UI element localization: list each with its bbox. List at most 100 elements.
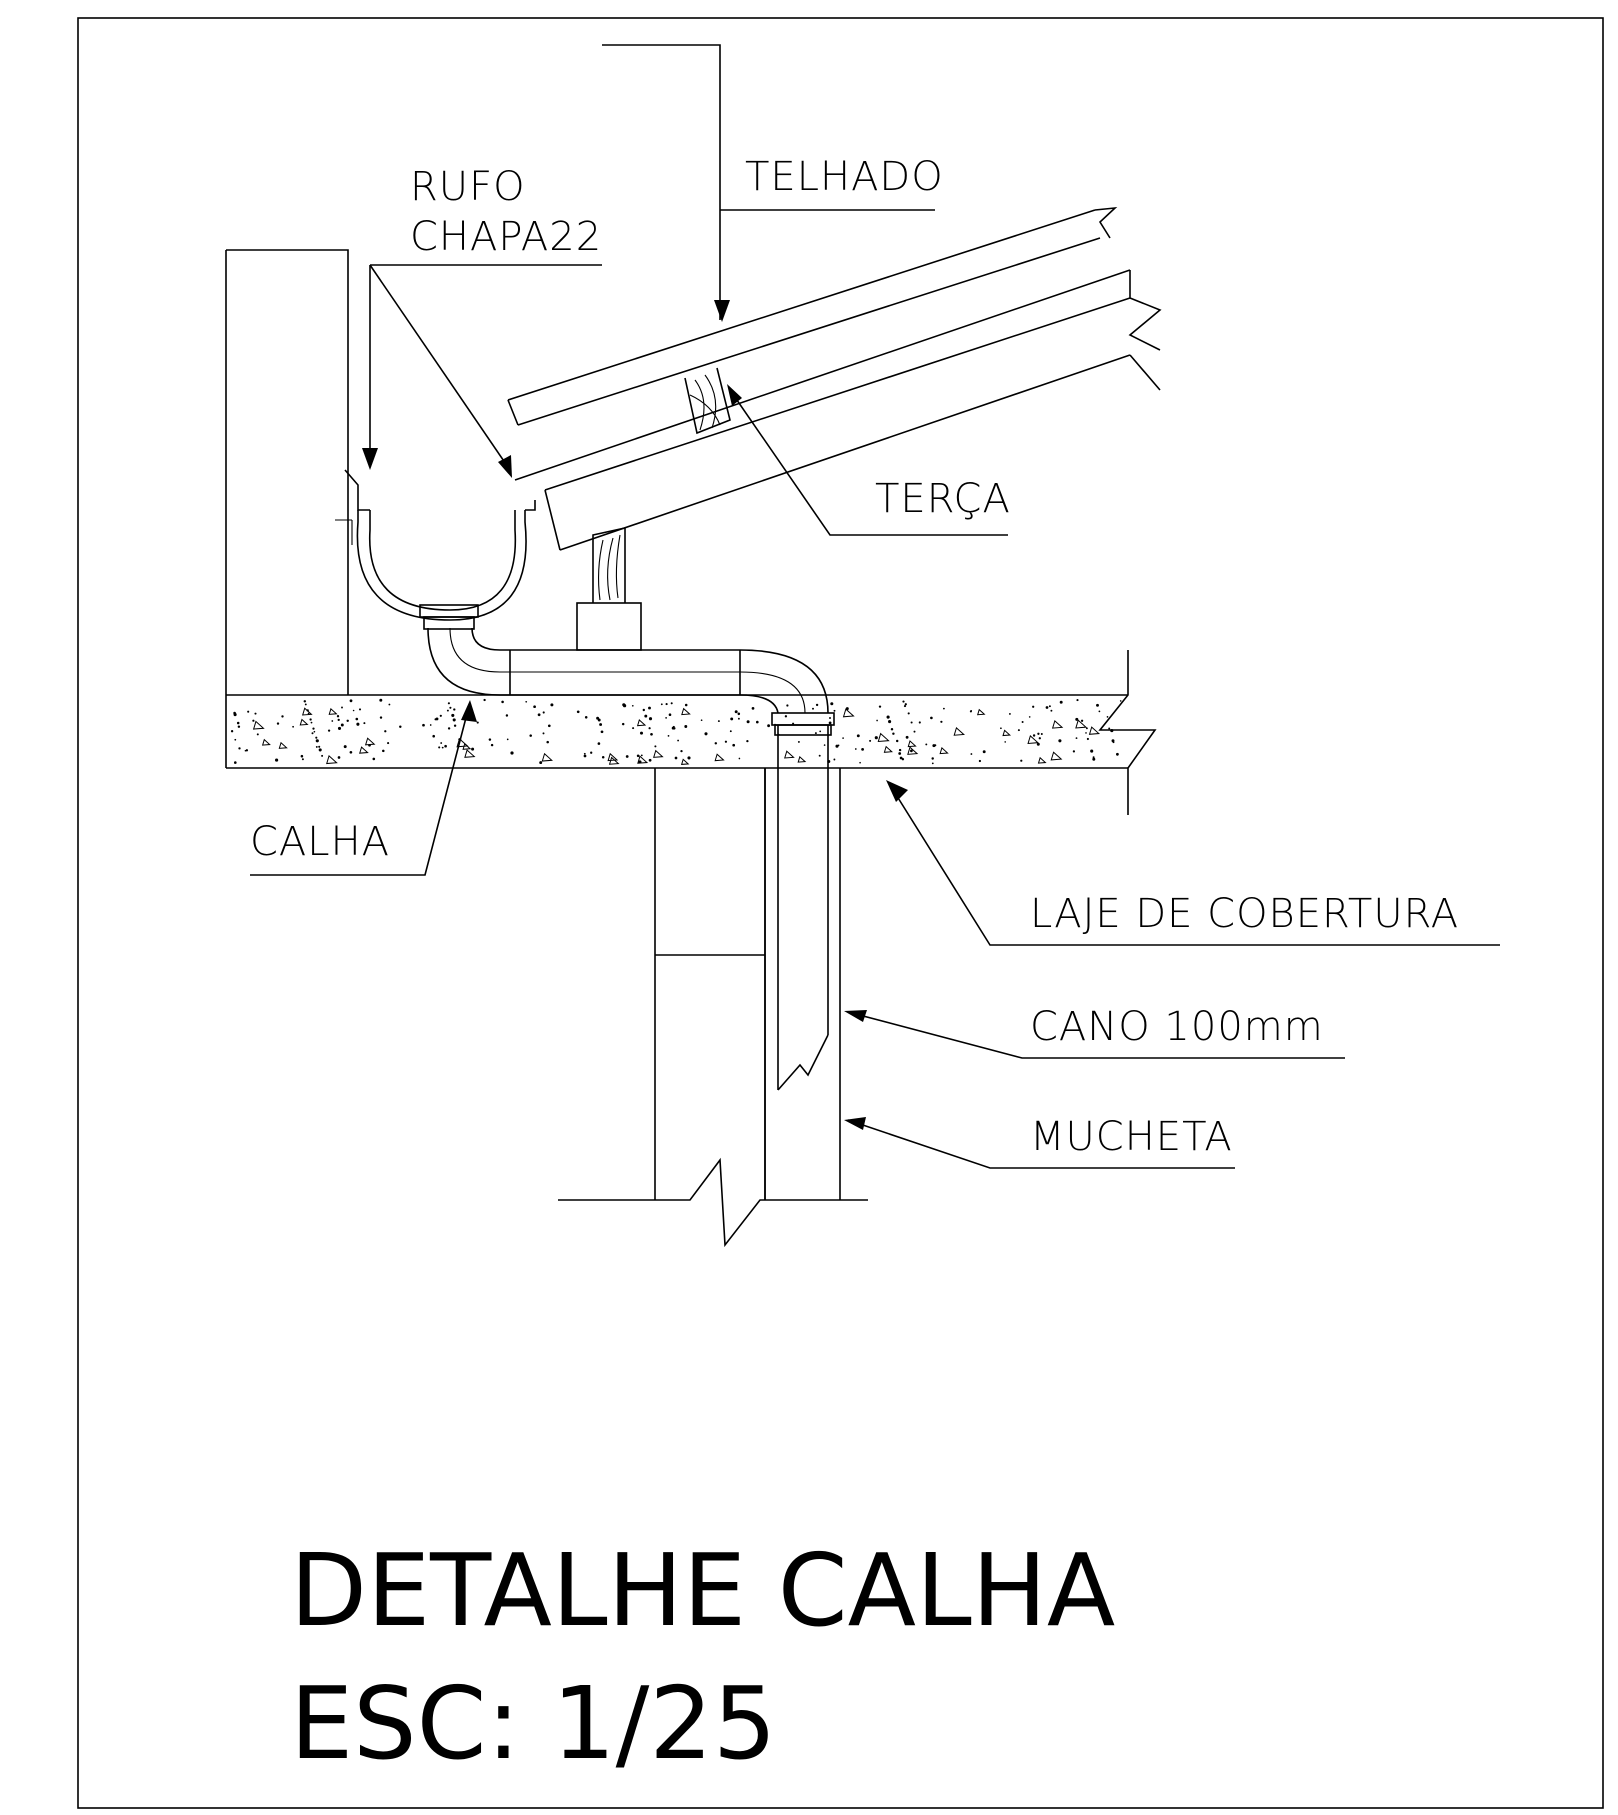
label-laje: LAJE DE COBERTURA (1030, 891, 1459, 937)
gutter (335, 469, 536, 630)
concrete-dot (648, 727, 651, 730)
concrete-dot (1075, 717, 1079, 721)
concrete-dot (256, 733, 259, 736)
concrete-dot (640, 754, 643, 757)
concrete-aggregate (1027, 735, 1040, 744)
concrete-dot (340, 723, 344, 727)
concrete-dot (547, 724, 551, 728)
concrete-dot (904, 703, 907, 706)
concrete-aggregate (977, 708, 986, 716)
concrete-dot (1072, 750, 1076, 753)
concrete-dot (892, 732, 895, 735)
concrete-dot (327, 729, 331, 732)
concrete-dot (315, 739, 319, 743)
concrete-dot (1017, 729, 1020, 732)
concrete-dot (601, 755, 605, 759)
concrete-aggregate (252, 720, 265, 730)
concrete-dot (576, 710, 580, 714)
concrete-aggregate (607, 752, 619, 762)
concrete-dot (372, 757, 376, 761)
concrete-dot (434, 718, 437, 721)
concrete-dot (449, 706, 452, 709)
concrete-dot (717, 720, 720, 723)
concrete-dot (379, 698, 383, 702)
concrete-dot (1112, 741, 1115, 744)
concrete-dot (1048, 705, 1051, 708)
concrete-dot (890, 727, 894, 731)
concrete-dot (636, 754, 640, 758)
concrete-dot (1028, 716, 1031, 718)
concrete-dot (1110, 729, 1114, 733)
label-rufo-line1: RUFO (410, 164, 526, 210)
concrete-dot (899, 756, 903, 760)
concrete-aggregate (1037, 756, 1047, 764)
concrete-dot (902, 700, 905, 703)
concrete-dot (1085, 727, 1088, 730)
concrete-aggregate (939, 747, 949, 755)
concrete-dot (447, 727, 451, 730)
concrete-dot (842, 737, 844, 739)
concrete-dot (828, 721, 832, 725)
concrete-dot (542, 711, 545, 714)
concrete-dot (943, 707, 945, 710)
concrete-dot (388, 703, 391, 706)
concrete-dot (751, 707, 755, 710)
concrete-dot (441, 746, 444, 749)
concrete-dot (310, 721, 313, 724)
concrete-dot (341, 706, 343, 709)
concrete-dot (734, 710, 738, 714)
concrete-dot (600, 730, 604, 734)
concrete-dot (704, 732, 708, 736)
concrete-dot (303, 700, 307, 703)
concrete-dot (349, 750, 353, 754)
concrete-dot (969, 710, 972, 713)
concrete-dot (358, 708, 362, 711)
horizontal-pipe (427, 627, 829, 714)
concrete-dot (483, 698, 486, 702)
concrete-dot (621, 722, 625, 726)
concrete-dot (422, 723, 425, 727)
concrete-dot (1108, 727, 1111, 730)
concrete-dot (823, 744, 826, 746)
concrete-dot (318, 748, 322, 752)
concrete-dot (903, 705, 907, 708)
concrete-dot (729, 730, 732, 733)
concrete-dot (471, 747, 475, 751)
concrete-dot (673, 727, 676, 730)
concrete-dot (237, 725, 241, 728)
concrete-dot (550, 703, 554, 707)
wood-support (576, 527, 642, 651)
concrete-dot (533, 705, 536, 709)
concrete-dot (876, 719, 878, 722)
concrete-dot (539, 761, 543, 765)
concrete-dot (236, 721, 240, 725)
concrete-dot (300, 754, 304, 758)
concrete-dot (313, 730, 316, 733)
concrete-dot (829, 717, 831, 719)
concrete-dot (304, 703, 307, 706)
concrete-dot (447, 702, 450, 705)
concrete-dot (918, 721, 921, 724)
concrete-dot (234, 738, 237, 741)
concrete-dot (1038, 737, 1041, 740)
concrete-dot (680, 749, 683, 753)
concrete-dot (1045, 706, 1049, 709)
concrete-dot (337, 726, 342, 730)
concrete-dot (387, 742, 390, 745)
concrete-dot (665, 703, 668, 706)
concrete-dot (337, 756, 341, 759)
concrete-aggregate (1002, 729, 1012, 737)
concrete-dot (684, 725, 688, 728)
concrete-dot (254, 712, 257, 715)
concrete-dot (700, 719, 703, 722)
concrete-aggregate (714, 753, 725, 762)
concrete-dot (363, 722, 366, 725)
purlin (684, 367, 731, 435)
concrete-dot (438, 746, 441, 749)
concrete-dot (234, 761, 237, 764)
concrete-dot (307, 712, 310, 715)
concrete-dot (537, 713, 541, 717)
concrete-dot (738, 757, 741, 760)
concrete-dot (440, 742, 443, 744)
